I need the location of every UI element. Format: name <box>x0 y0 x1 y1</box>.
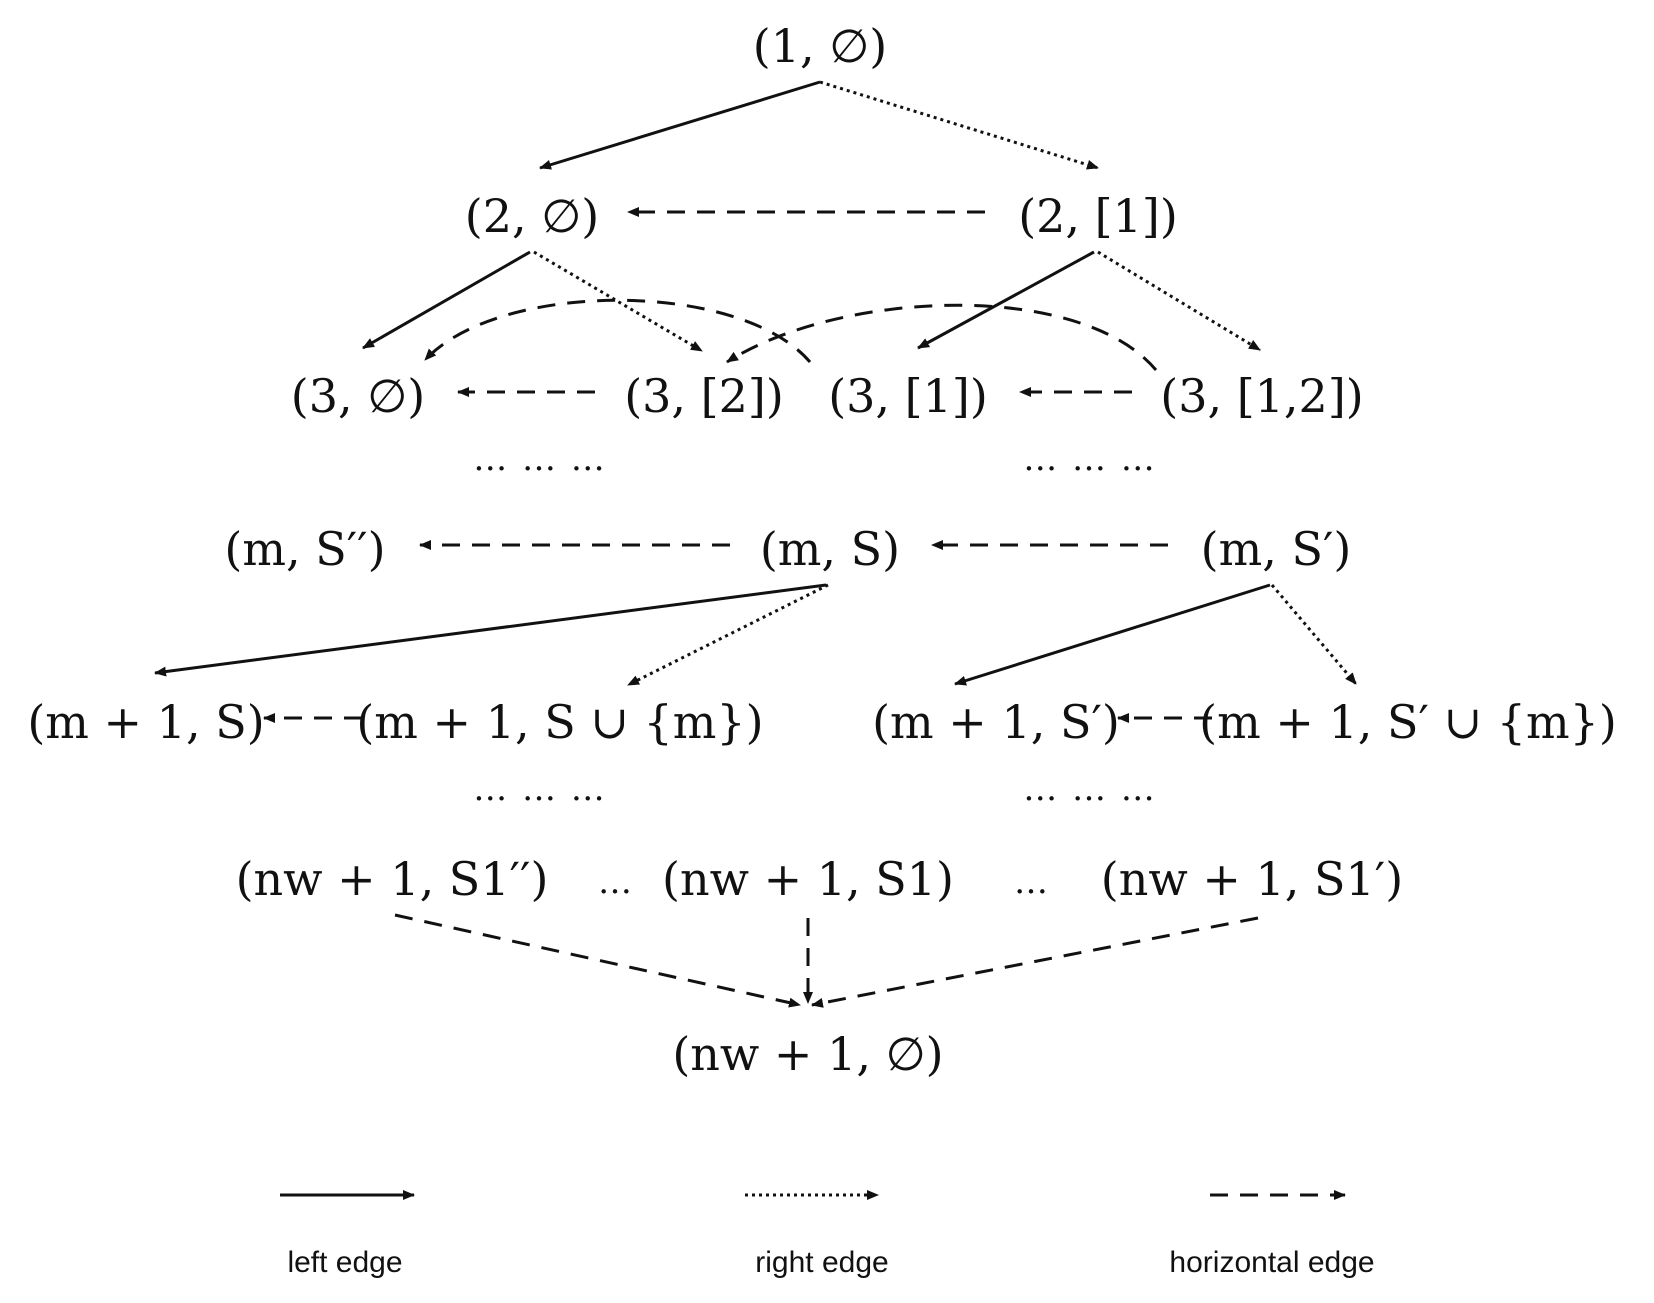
ellipsis-row7-b: … <box>1014 862 1050 902</box>
node-m-S-prime: (m, S′) <box>1201 522 1352 576</box>
node-3-1-2: (3, [1,2]) <box>1160 369 1363 423</box>
ellipsis-row6-right: … … … <box>1023 769 1157 809</box>
horizontal-edge <box>394 913 801 1008</box>
horizontal-edge <box>423 298 812 363</box>
legend-left-edge-label: left edge <box>287 1246 402 1279</box>
node-nw1-empty: (nw + 1, ∅) <box>672 1027 943 1081</box>
ellipsis-row4-right: … … … <box>1023 439 1157 479</box>
right-edge <box>533 250 703 353</box>
ellipsis-row6-left: … … … <box>473 769 607 809</box>
legend-horizontal-edge-label: horizontal edge <box>1169 1246 1374 1279</box>
node-2-1: (2, [1]) <box>1018 189 1178 243</box>
node-m1-S-prime-union-m: (m + 1, S′ ∪ {m}) <box>1199 695 1617 749</box>
legend: left edge right edge horizontal edge <box>280 1190 1375 1279</box>
node-m-S-double-prime: (m, S′′) <box>224 522 385 576</box>
left-edge <box>154 583 827 677</box>
legend-right-edge-label: right edge <box>755 1246 888 1279</box>
right-edge <box>627 583 829 687</box>
node-nw1-S1-prime: (nw + 1, S1′) <box>1101 852 1403 906</box>
right-edge <box>819 80 1099 170</box>
ellipsis-row4-left: … … … <box>473 439 607 479</box>
node-3-1: (3, [1]) <box>828 369 988 423</box>
left-edge <box>954 583 1271 686</box>
node-2-empty: (2, ∅) <box>465 189 599 243</box>
left-edge <box>539 80 821 170</box>
node-1-empty: (1, ∅) <box>753 19 887 73</box>
nodes: (1, ∅) (2, ∅) (2, [1]) (3, ∅) (3, [2]) (… <box>27 19 1617 1081</box>
horizontal-edge <box>811 916 1259 1008</box>
node-nw1-S1: (nw + 1, S1) <box>662 852 954 906</box>
right-edge <box>1270 584 1358 685</box>
node-m-S: (m, S) <box>760 522 900 576</box>
horizontal-edge <box>726 303 1158 371</box>
node-m1-S: (m + 1, S) <box>27 695 264 749</box>
node-m1-S-prime: (m + 1, S′) <box>872 695 1120 749</box>
edges <box>154 80 1358 1008</box>
node-3-empty: (3, ∅) <box>291 369 425 423</box>
left-edge <box>362 250 531 350</box>
node-nw1-S1-double-prime: (nw + 1, S1′′) <box>236 852 549 906</box>
right-edge <box>1097 250 1261 352</box>
node-m1-S-union-m: (m + 1, S ∪ {m}) <box>356 695 763 749</box>
left-edge <box>917 250 1095 350</box>
node-3-2: (3, [2]) <box>624 369 784 423</box>
ellipsis-row7-a: … <box>598 862 634 902</box>
